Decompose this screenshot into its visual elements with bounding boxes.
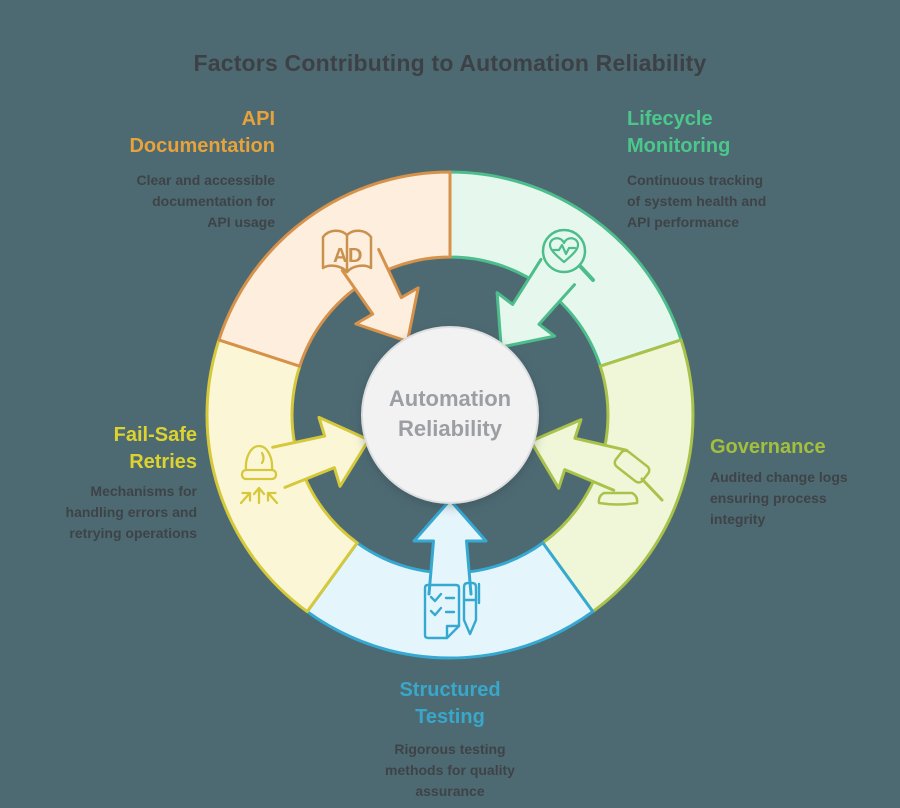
book-icon-letters: AD: [333, 245, 363, 267]
gavel-icon: [597, 449, 664, 506]
factor-description-lifecycle-monitoring: Continuous tracking of system health and…: [627, 172, 767, 230]
factor-description-governance: Audited change logs ensuring process int…: [710, 469, 848, 527]
factor-heading-fail-safe-retries: Fail-Safe Retries: [113, 424, 197, 473]
dome-retry-arrows-icon: [239, 444, 279, 505]
center-label: Automation Reliability: [388, 386, 512, 441]
factor-heading-governance: Governance: [710, 436, 826, 458]
factor-description-fail-safe-retries: Mechanisms for handling errors and retry…: [65, 483, 197, 541]
factor-description-structured-testing: Rigorous testing methods for quality ass…: [385, 741, 515, 799]
center-circle: [361, 326, 539, 504]
open-book-ad-icon: AD: [321, 229, 373, 274]
page-title: Factors Contributing to Automation Relia…: [193, 50, 707, 76]
factor-heading-api-documentation: API Documentation: [129, 108, 275, 157]
checklist-pen-icon: [423, 581, 481, 640]
factor-heading-lifecycle-monitoring: Lifecycle Monitoring: [627, 108, 731, 157]
factor-description-api-documentation: Clear and accessible documentation for A…: [136, 172, 275, 230]
factor-heading-structured-testing: Structured Testing: [399, 679, 501, 728]
segment-structured-testing: [305, 541, 595, 660]
heart-pulse-magnifier-icon: [541, 228, 595, 282]
segment-lifecycle-monitoring: [448, 170, 683, 368]
segment-api-documentation: [217, 170, 452, 368]
